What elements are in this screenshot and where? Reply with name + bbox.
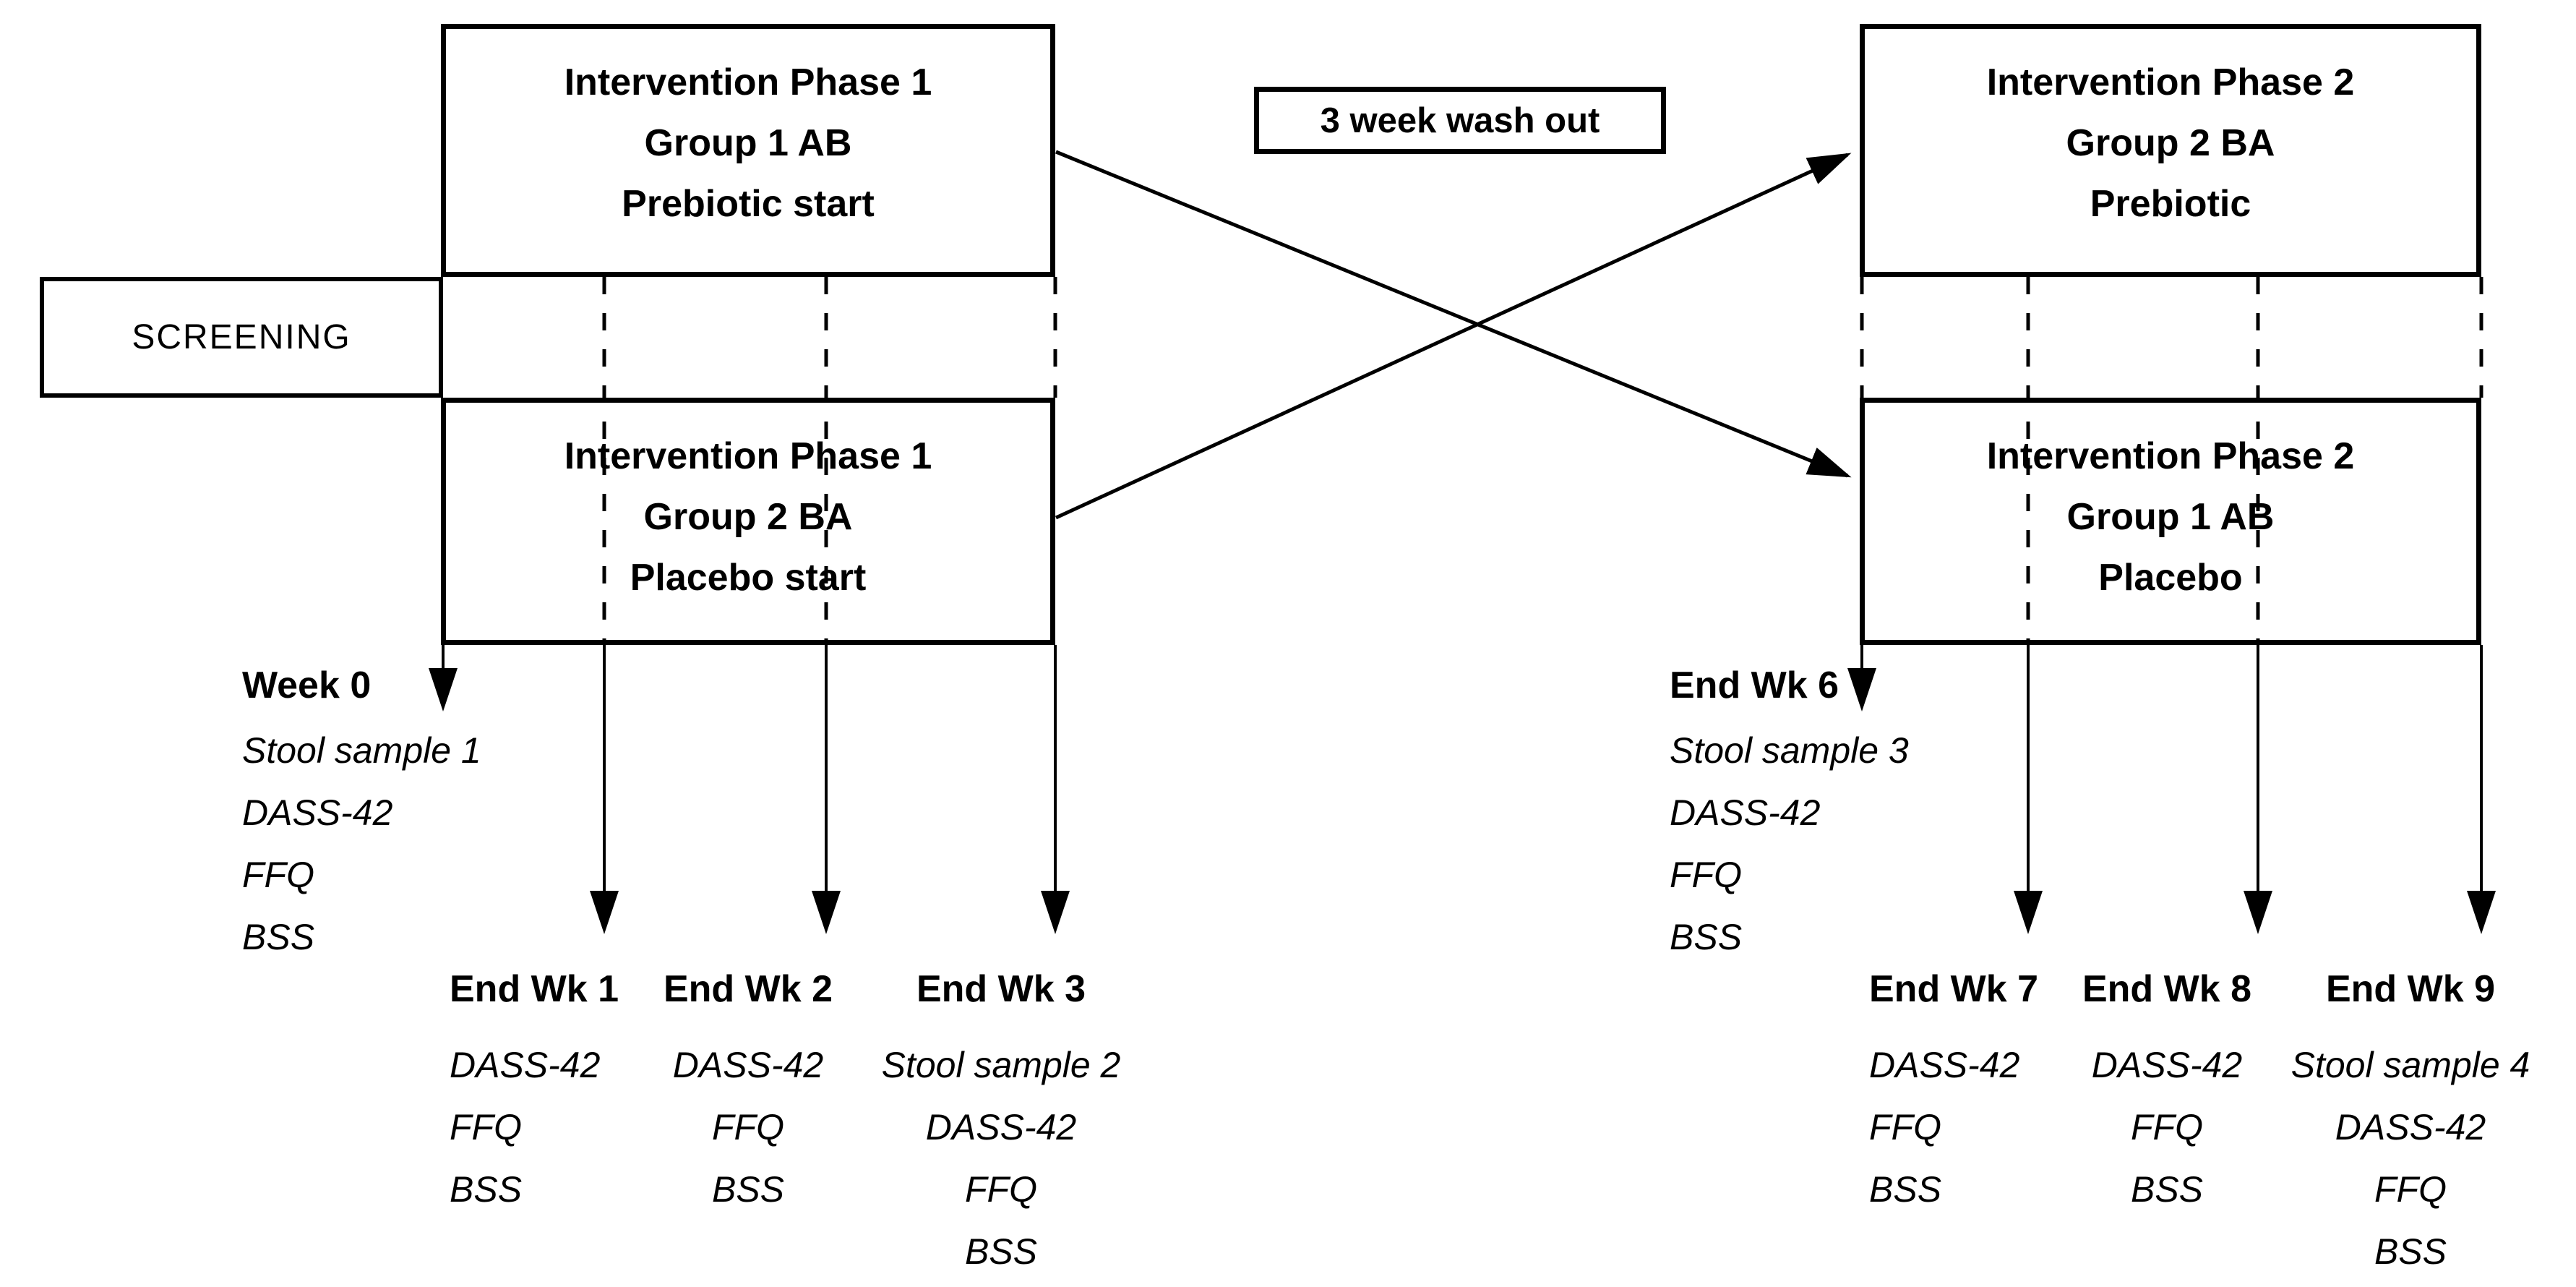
crossover-arrow-group2: [1055, 153, 1852, 520]
crossover-arrows: [1055, 150, 1852, 520]
box-phase2-group2-title: Intervention Phase 2: [1986, 61, 2355, 103]
box-phase2-group2: Intervention Phase 2 Group 2 BA Prebioti…: [1860, 24, 2481, 277]
endwk1-item: BSS: [450, 1169, 523, 1210]
box-phase2-group2-group: Group 2 BA: [2066, 122, 2275, 164]
washout-label: 3 week wash out: [1320, 101, 1600, 140]
timepoint-endwk8: End Wk 8 DASS-42 FFQ BSS: [2066, 967, 2268, 1220]
timepoint-endwk1: End Wk 1 DASS-42 FFQ BSS: [450, 967, 652, 1220]
box-phase1-group1-treatment: Prebiotic start: [622, 183, 875, 225]
timepoint-endwk2: End Wk 2 DASS-42 FFQ BSS: [647, 967, 849, 1220]
endwk8-item: FFQ: [2131, 1107, 2203, 1147]
timepoint-endwk2-title: End Wk 2: [663, 968, 833, 1010]
endwk9-item: Stool sample 4: [2291, 1045, 2530, 1085]
box-phase1-group2-group: Group 2 BA: [643, 496, 853, 538]
dashed-timeline-lines-right: [1860, 277, 2483, 645]
box-washout: 3 week wash out: [1254, 87, 1666, 154]
timepoint-arrows: [429, 645, 2496, 934]
endwk8-item: BSS: [2130, 1169, 2204, 1210]
box-phase2-group2-treatment: Prebiotic: [2090, 183, 2251, 225]
timepoint-endwk7-items: DASS-42 FFQ BSS: [1869, 1034, 2071, 1220]
box-phase2-group1-treatment: Placebo: [2098, 557, 2243, 599]
timepoint-endwk6-items: Stool sample 3 DASS-42 FFQ BSS: [1670, 719, 1909, 968]
endwk7-item: DASS-42: [1869, 1045, 2020, 1085]
crossover-arrow-group1: [1055, 150, 1852, 478]
box-phase1-group1-group: Group 1 AB: [644, 122, 852, 164]
week0-item: DASS-42: [242, 792, 393, 833]
week0-item: BSS: [242, 917, 315, 957]
endwk3-item: FFQ: [965, 1169, 1037, 1210]
timepoint-endwk2-items: DASS-42 FFQ BSS: [647, 1034, 849, 1220]
endwk6-item: FFQ: [1670, 855, 1742, 895]
box-phase2-group1: Intervention Phase 2 Group 1 AB Placebo: [1860, 398, 2481, 645]
endwk9-item: DASS-42: [2335, 1107, 2486, 1147]
endwk6-item: BSS: [1670, 917, 1743, 957]
screening-label: SCREENING: [132, 318, 351, 356]
endwk7-item: BSS: [1869, 1169, 1942, 1210]
box-phase1-group1: Intervention Phase 1 Group 1 AB Prebioti…: [441, 24, 1055, 277]
timepoint-endwk3: End Wk 3 Stool sample 2 DASS-42 FFQ BSS: [856, 967, 1146, 1283]
timepoint-endwk7-title: End Wk 7: [1869, 968, 2039, 1010]
timepoint-endwk1-items: DASS-42 FFQ BSS: [450, 1034, 652, 1220]
timepoint-endwk9-title: End Wk 9: [2325, 968, 2496, 1010]
endwk3-item: BSS: [964, 1231, 1038, 1272]
box-phase2-group1-group: Group 1 AB: [2066, 496, 2275, 538]
timepoint-endwk8-items: DASS-42 FFQ BSS: [2066, 1034, 2268, 1220]
timepoint-endwk7: End Wk 7 DASS-42 FFQ BSS: [1869, 967, 2071, 1220]
timepoint-endwk6-title: End Wk 6: [1670, 664, 1839, 706]
dashed-timeline-lines-left: [602, 277, 1057, 645]
timepoint-endwk9-items: Stool sample 4 DASS-42 FFQ BSS: [2266, 1034, 2555, 1283]
endwk6-item: DASS-42: [1670, 792, 1821, 833]
box-phase2-group1-title: Intervention Phase 2: [1986, 435, 2355, 477]
timepoint-endwk1-title: End Wk 1: [450, 968, 619, 1010]
endwk3-item: DASS-42: [925, 1107, 1077, 1147]
week0-item: FFQ: [242, 855, 314, 895]
timepoint-week0-items: Stool sample 1 DASS-42 FFQ BSS: [242, 719, 481, 968]
endwk2-item: DASS-42: [672, 1045, 824, 1085]
endwk2-item: FFQ: [712, 1107, 784, 1147]
timepoint-endwk8-title: End Wk 8: [2082, 968, 2252, 1010]
timepoint-week0-title: Week 0: [242, 664, 372, 706]
timepoint-endwk3-title: End Wk 3: [916, 968, 1086, 1010]
box-phase1-group2-treatment: Placebo start: [630, 557, 867, 599]
endwk6-item: Stool sample 3: [1670, 730, 1909, 771]
endwk1-item: FFQ: [450, 1107, 522, 1147]
timepoint-endwk9: End Wk 9 Stool sample 4 DASS-42 FFQ BSS: [2266, 967, 2555, 1283]
endwk9-item: FFQ: [2374, 1169, 2447, 1210]
endwk3-item: Stool sample 2: [881, 1045, 1121, 1085]
endwk1-item: DASS-42: [450, 1045, 601, 1085]
endwk8-item: DASS-42: [2091, 1045, 2243, 1085]
endwk2-item: BSS: [711, 1169, 785, 1210]
box-phase1-group2-title: Intervention Phase 1: [564, 435, 932, 477]
box-phase1-group1-title: Intervention Phase 1: [564, 61, 932, 103]
week0-item: Stool sample 1: [242, 730, 481, 771]
timepoint-endwk3-items: Stool sample 2 DASS-42 FFQ BSS: [856, 1034, 1146, 1283]
box-screening: SCREENING: [40, 277, 443, 398]
endwk9-item: BSS: [2374, 1231, 2447, 1272]
endwk7-item: FFQ: [1869, 1107, 1941, 1147]
box-phase1-group2: Intervention Phase 1 Group 2 BA Placebo …: [441, 398, 1055, 645]
